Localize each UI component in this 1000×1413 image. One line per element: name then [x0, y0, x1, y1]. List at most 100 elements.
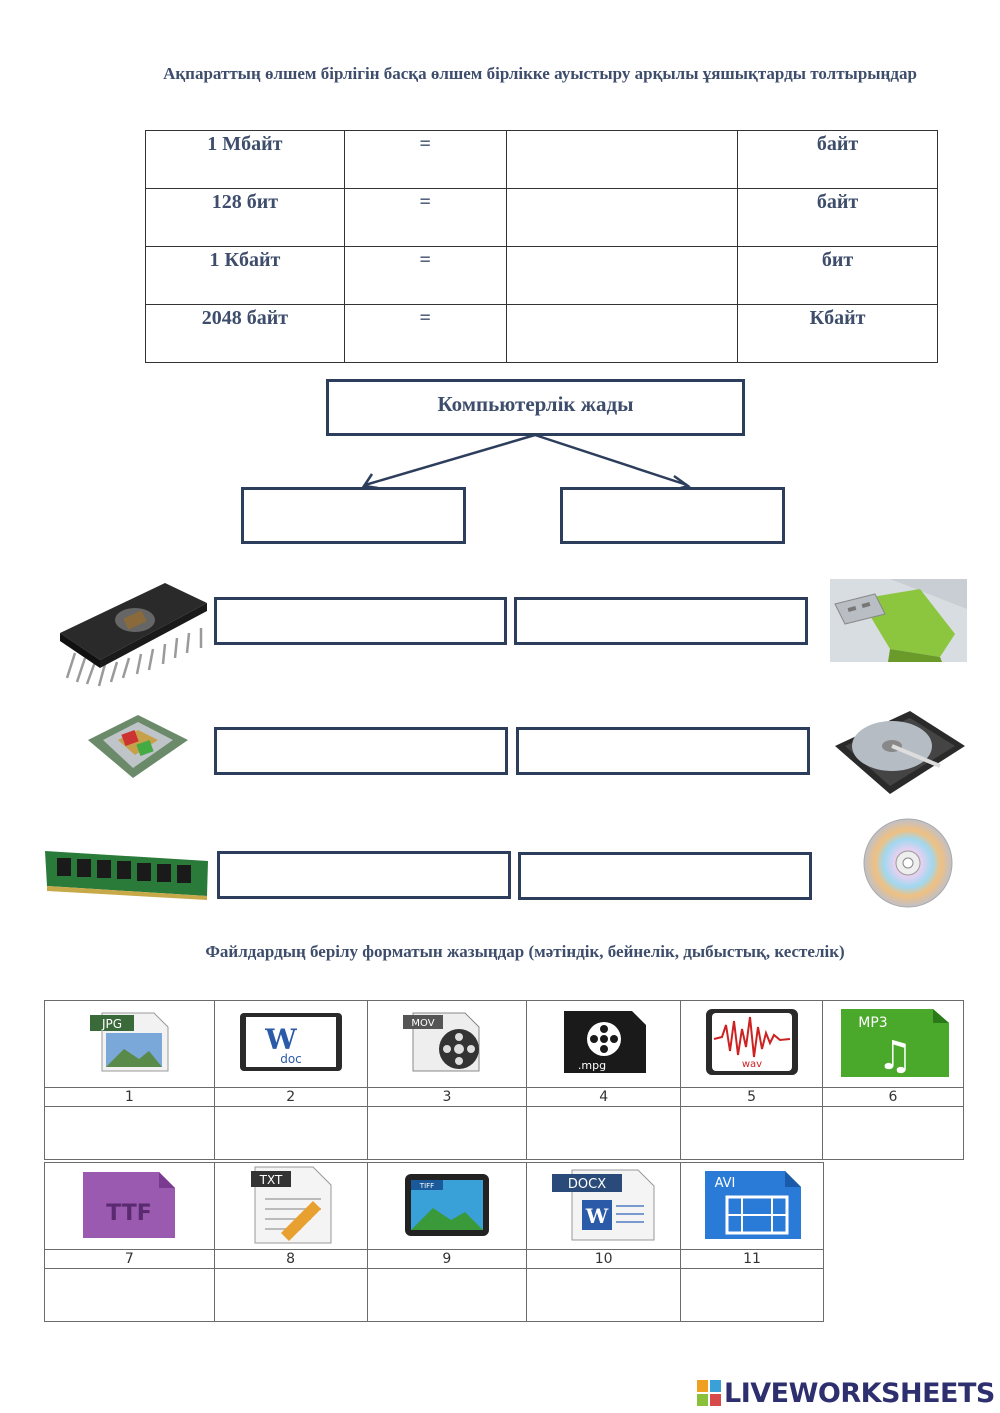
answer-cell[interactable] — [505, 246, 739, 305]
equals-sign: = — [343, 304, 507, 363]
answer-box-left-1[interactable] — [214, 597, 507, 645]
file-number: 9 — [366, 1249, 528, 1269]
table-row: 2048 байт = Кбайт — [145, 304, 938, 363]
memory-type-right-box[interactable] — [560, 487, 785, 544]
svg-text:.mpg: .mpg — [578, 1059, 606, 1072]
answer-box-right-2[interactable] — [516, 727, 810, 775]
equals-sign: = — [343, 246, 507, 305]
file-icon-cell: TXT — [213, 1162, 368, 1250]
format-answer-cell[interactable] — [366, 1268, 528, 1322]
file-number: 8 — [213, 1249, 368, 1269]
mpg-film-icon: .mpg — [563, 1011, 646, 1073]
to-unit: байт — [737, 188, 938, 247]
answer-box-left-3[interactable] — [217, 851, 511, 899]
to-unit: бит — [737, 246, 938, 305]
liveworksheets-logo-icon — [697, 1380, 721, 1406]
to-unit: байт — [737, 130, 938, 189]
memory-root-box: Компьютерлік жады — [326, 379, 745, 436]
format-answer-cell[interactable] — [44, 1268, 215, 1322]
file-icon-cell: DOCX W — [526, 1162, 682, 1250]
table-row: 1 Мбайт = байт — [145, 130, 938, 189]
file-number: 10 — [526, 1249, 682, 1269]
wav-audio-icon: wav — [705, 1009, 798, 1075]
file-number: 6 — [822, 1087, 964, 1107]
svg-text:MP3: MP3 — [858, 1015, 887, 1031]
format-answer-cell[interactable] — [213, 1106, 368, 1160]
ttf-font-icon: TTF — [83, 1172, 176, 1238]
answer-box-left-2[interactable] — [214, 727, 508, 775]
svg-text:W: W — [264, 1023, 297, 1056]
compact-disc-icon — [863, 818, 953, 908]
file-number: 5 — [680, 1087, 824, 1107]
file-icon-cell: JPG — [44, 1000, 215, 1088]
svg-text:MOV: MOV — [411, 1018, 434, 1029]
svg-text:AVI: AVI — [715, 1176, 736, 1191]
equals-sign: = — [343, 188, 507, 247]
file-icon-cell: TTF — [44, 1162, 215, 1250]
answer-box-right-3[interactable] — [518, 852, 812, 900]
answer-cell[interactable] — [505, 188, 739, 247]
format-answer-cell[interactable] — [680, 1268, 824, 1322]
format-answer-cell[interactable] — [680, 1106, 824, 1160]
answer-box-right-1[interactable] — [514, 597, 808, 645]
format-answer-cell[interactable] — [822, 1106, 964, 1160]
tiff-image-icon: TIFF — [404, 1174, 489, 1236]
word-doc-icon: W doc — [239, 1013, 342, 1071]
file-icon-cell: MOV — [366, 1000, 528, 1088]
jpg-image-icon: JPG — [90, 1012, 169, 1072]
from-unit: 2048 байт — [145, 304, 345, 363]
from-unit: 1 Кбайт — [145, 246, 345, 305]
format-answer-cell[interactable] — [526, 1106, 682, 1160]
file-number: 2 — [213, 1087, 368, 1107]
equals-sign: = — [343, 130, 507, 189]
table-row: 1 Кбайт = бит — [145, 246, 938, 305]
svg-text:TIFF: TIFF — [419, 1182, 434, 1190]
file-icon-cell: .mpg — [526, 1000, 682, 1088]
file-number: 4 — [526, 1087, 682, 1107]
memory-type-left-box[interactable] — [241, 487, 466, 544]
txt-text-icon: TXT — [250, 1166, 332, 1244]
file-grid-row2: TTF TXT TIFF D — [44, 1162, 824, 1322]
answer-cell[interactable] — [505, 130, 739, 189]
avi-video-icon: AVI — [705, 1171, 802, 1239]
from-unit: 128 бит — [145, 188, 345, 247]
eprom-chip-icon — [60, 583, 207, 687]
svg-text:doc: doc — [280, 1052, 302, 1066]
svg-text:JPG: JPG — [101, 1017, 122, 1031]
file-grid-row1: JPG W doc MOV — [44, 1000, 964, 1160]
file-number: 7 — [44, 1249, 215, 1269]
svg-text:TTF: TTF — [107, 1201, 153, 1226]
svg-text:TXT: TXT — [258, 1173, 282, 1187]
from-unit: 1 Мбайт — [145, 130, 345, 189]
file-number: 1 — [44, 1087, 215, 1107]
hard-disk-drive-icon — [835, 711, 965, 794]
table-row: 128 бит = байт — [145, 188, 938, 247]
instruction-file-formats: Файлдардың берілу форматын жазыңдар (мәт… — [205, 942, 845, 961]
format-answer-cell[interactable] — [213, 1268, 368, 1322]
mp3-audio-icon: MP3 ♫ — [841, 1009, 950, 1079]
mov-film-icon: MOV — [402, 1012, 480, 1072]
file-icon-cell: TIFF — [366, 1162, 528, 1250]
to-unit: Кбайт — [737, 304, 938, 363]
answer-cell[interactable] — [505, 304, 739, 363]
file-icon-cell: MP3 ♫ — [822, 1000, 964, 1088]
svg-text:♫: ♫ — [877, 1033, 913, 1079]
docx-word-icon: DOCX W — [551, 1169, 655, 1241]
instruction-conversion: Ақпараттың өлшем бірлігін басқа өлшем бі… — [163, 64, 917, 83]
usb-flash-drive-icon — [830, 579, 967, 662]
file-number: 11 — [680, 1249, 824, 1269]
file-icon-cell: AVI — [680, 1162, 824, 1250]
brand-logo: LIVEWORKSHEETS — [724, 1378, 995, 1409]
file-icon-cell: wav — [680, 1000, 824, 1088]
svg-text:W: W — [584, 1204, 608, 1228]
ram-module-icon — [45, 851, 208, 900]
format-answer-cell[interactable] — [44, 1106, 215, 1160]
format-answer-cell[interactable] — [526, 1268, 682, 1322]
svg-text:DOCX: DOCX — [568, 1177, 606, 1192]
file-number: 3 — [366, 1087, 528, 1107]
svg-text:wav: wav — [741, 1059, 761, 1070]
file-icon-cell: W doc — [213, 1000, 368, 1088]
format-answer-cell[interactable] — [366, 1106, 528, 1160]
conversion-table: 1 Мбайт = байт 128 бит = байт 1 Кбайт = … — [145, 130, 938, 363]
cpu-processor-icon — [88, 715, 188, 778]
